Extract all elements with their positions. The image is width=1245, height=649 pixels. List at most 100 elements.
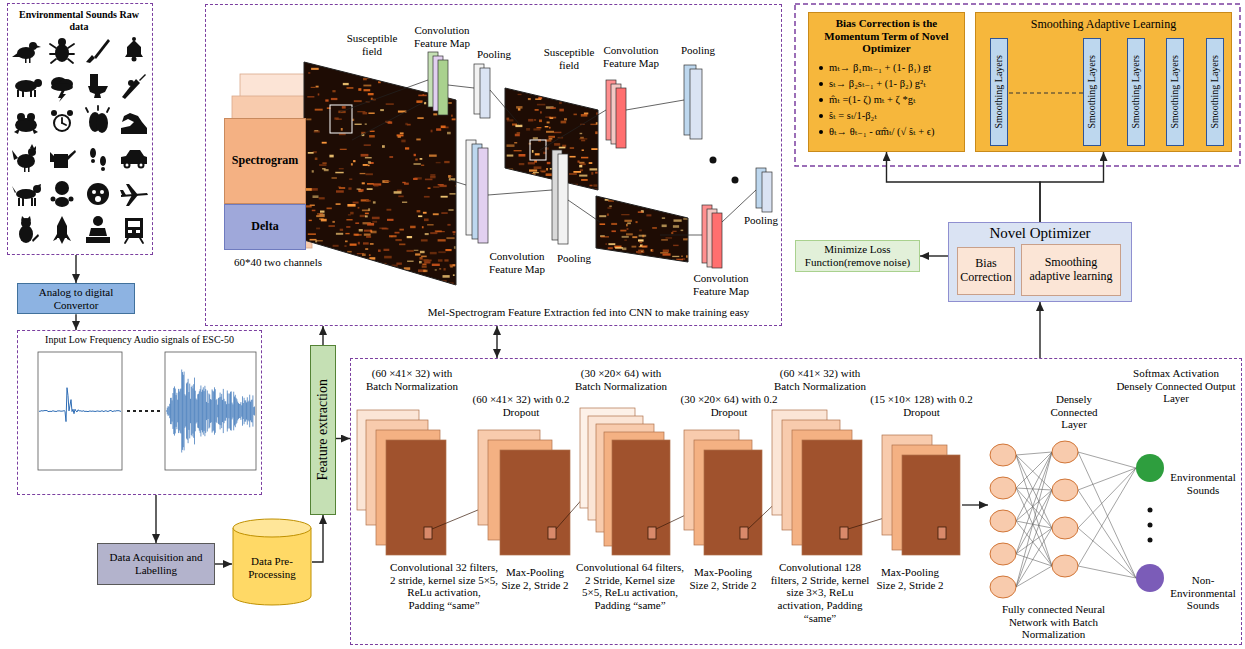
spectrogram-streak	[430, 232, 437, 234]
spectrogram-streak	[308, 233, 316, 235]
spectrogram-streak	[332, 90, 335, 92]
icon-part	[30, 144, 36, 150]
spectrogram-streak	[436, 284, 439, 286]
spectrogram-streak	[414, 154, 416, 156]
spectrogram-streak	[643, 260, 650, 262]
spectrogram-streak	[345, 241, 348, 243]
plane-edge	[596, 196, 688, 262]
spectrogram-streak	[435, 281, 441, 282]
feature-map-layer	[500, 450, 570, 555]
spectrogram-streak	[420, 257, 423, 260]
spectrogram-streak	[336, 190, 344, 192]
spectrogram-streak	[424, 196, 430, 198]
figure-label: Convolution Feature Map	[598, 44, 664, 69]
spectrogram-streak	[627, 222, 631, 224]
spectrogram-streak	[581, 157, 588, 159]
icon-part	[54, 154, 68, 168]
spectrogram-streak	[528, 189, 534, 191]
spectrogram-streak	[365, 215, 368, 217]
spectrogram-streak	[341, 279, 349, 281]
spectrogram-streak	[439, 268, 441, 269]
box-label: Data Pre-Processing	[237, 555, 307, 580]
icon-part	[138, 162, 145, 169]
spectrogram-streak	[639, 242, 642, 243]
icon-part	[107, 108, 109, 112]
spectrogram-streak	[313, 195, 319, 198]
spectrogram-streak	[540, 170, 546, 172]
spectrogram-streak	[422, 264, 426, 266]
spectrogram-streak	[609, 206, 612, 207]
spectrogram-streak	[643, 261, 648, 264]
spectrogram-streak	[422, 265, 427, 268]
mapping-line	[488, 190, 552, 195]
spectrogram-streak	[546, 180, 548, 182]
spectrogram-streak	[388, 285, 392, 287]
spectrogram-streak	[663, 253, 671, 255]
mapping-line	[540, 110, 606, 150]
spectrogram-streak	[547, 122, 550, 124]
icon-part	[87, 183, 109, 205]
icon-part	[50, 44, 56, 48]
spectrogram-streak	[329, 155, 333, 158]
spectrogram-streak	[346, 219, 352, 220]
output-link	[1078, 566, 1136, 578]
spectrogram-streak	[424, 102, 426, 104]
spectrogram-streak	[366, 279, 373, 280]
output-link	[1078, 490, 1136, 578]
spectrogram-streak	[315, 109, 323, 111]
dense-link	[1016, 521, 1052, 566]
sound-icon	[122, 74, 146, 99]
spectrogram-streak	[361, 266, 369, 267]
connector	[887, 152, 1041, 222]
icon-part	[121, 113, 147, 134]
spectrogram-streak	[313, 270, 321, 272]
dense-link	[1016, 554, 1052, 566]
spectrogram-streak	[349, 257, 353, 258]
spectrogram-streak	[681, 256, 683, 258]
icon-part	[88, 86, 108, 98]
icon-part	[128, 80, 134, 86]
spectrogram-streak	[430, 176, 436, 178]
equation: sₜ→ β₂sₜ₋₁ + (1- β₂) g²ₜ	[829, 78, 926, 90]
connector	[215, 563, 232, 564]
spectrogram-streak	[348, 187, 351, 189]
icon-part	[25, 58, 27, 63]
spectrogram-streak	[418, 215, 422, 217]
icon-part	[100, 156, 106, 166]
spectrogram-streak	[384, 249, 390, 251]
spectrogram-streak	[410, 285, 413, 286]
spectrogram-streak	[325, 99, 328, 101]
spectrogram-streak	[432, 264, 440, 266]
spectrogram-streak	[528, 162, 535, 164]
panel-label: (60 ×41× 32) with 0.2 Dropout	[471, 393, 571, 418]
icon-grid	[12, 37, 148, 244]
spectrogram-streak	[641, 262, 647, 263]
spectrogram-streak	[399, 244, 405, 246]
spectrogram-streak	[600, 223, 606, 225]
spectrogram-streak	[416, 281, 420, 283]
spectrogram-streak	[353, 160, 355, 162]
continuation-dot	[732, 177, 739, 184]
spectrogram-streak	[418, 95, 426, 97]
icon-part	[14, 128, 20, 134]
spectrogram-streak	[638, 250, 644, 252]
spectrogram-streak	[340, 283, 346, 285]
equation-row: m̂ₜ =(1- ζ) mₜ + ζ *gₜ	[819, 94, 958, 106]
plane-edge	[505, 88, 598, 190]
spectrogram-streak	[305, 269, 312, 270]
spectrogram-streak	[608, 247, 613, 249]
spectrogram-streak	[368, 161, 371, 164]
spectrogram-streak	[421, 239, 428, 241]
icon-part	[132, 37, 136, 41]
spectrogram-streak	[579, 138, 587, 140]
spectrogram-streak	[372, 217, 380, 220]
spectrogram-streak	[357, 285, 365, 287]
dashed-link	[1009, 93, 1083, 94]
icon-part	[50, 53, 56, 55]
spectrogram-streak	[312, 270, 315, 272]
spectrogram-streak	[394, 191, 402, 194]
spectrogram-streak	[428, 187, 431, 189]
spectrogram-streak	[342, 65, 348, 67]
spectrogram-streak	[579, 188, 587, 190]
spectrogram-streak	[622, 248, 626, 251]
